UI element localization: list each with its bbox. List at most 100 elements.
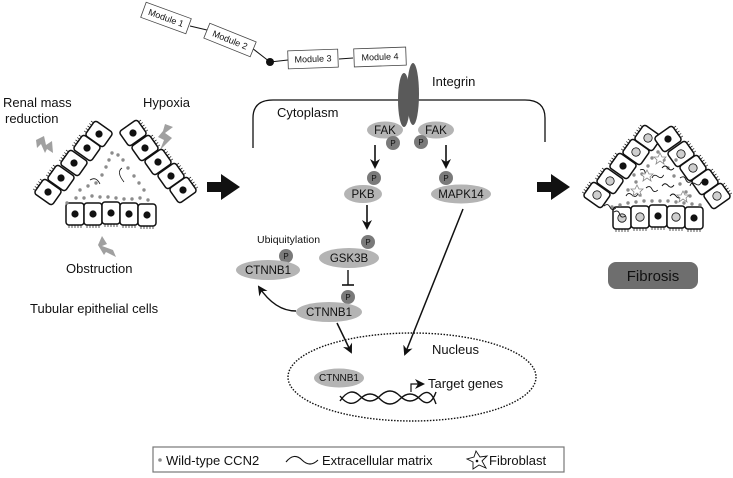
module-2-box: Module 2: [203, 22, 257, 58]
ccn2-dot: [107, 158, 111, 162]
ecm-fiber: [661, 165, 675, 171]
nucleus-icon: [83, 144, 91, 152]
epithelial-cell: [32, 178, 62, 206]
integrin-label: Integrin: [432, 74, 475, 89]
phospho-label: P: [371, 174, 376, 183]
ccn2-dot: [110, 151, 114, 155]
arrow-to-ubiquitylation: [257, 285, 297, 312]
fibrosis-label: Fibrosis: [627, 268, 680, 285]
ccn2-dot: [656, 150, 660, 154]
ccn2-dot: [78, 188, 82, 192]
nucleus-icon: [125, 210, 133, 218]
cytoplasm-label: Cytoplasm: [277, 105, 338, 120]
wave-icon: [285, 455, 319, 465]
lightning-bolt-icon: [158, 124, 173, 150]
nucleus-icon: [70, 159, 78, 167]
ccn2-dot: [658, 199, 662, 203]
ccn2-dot: [90, 194, 94, 198]
nucleus-icon: [712, 191, 722, 201]
ccn2-dot: [626, 201, 630, 205]
ccn2-dot: [82, 196, 86, 200]
epithelial-cell: [119, 119, 149, 147]
epithelial-cell: [119, 202, 139, 228]
module-3-box: Module 3: [287, 48, 339, 70]
nucleus-icon: [635, 212, 645, 222]
phospho-icon: [414, 135, 428, 149]
phospho-icon: [386, 136, 400, 150]
fak-left-label: FAK: [374, 125, 396, 137]
nucleus-icon: [619, 162, 627, 170]
epithelial-cell: [632, 124, 662, 152]
ccn2-dot: [65, 201, 69, 205]
ctnnb1-cytoplasmic-node: P CTNNB1: [296, 290, 362, 322]
epithelial-cell: [594, 167, 624, 195]
epithelial-cell: [131, 134, 161, 162]
gsk3b-node: P GSK3B: [319, 235, 379, 268]
ccn2-dot: [116, 153, 120, 157]
ccn2-dot: [610, 205, 614, 209]
ccn2-dot: [682, 201, 686, 205]
tubular-epithelium-healthy: [32, 119, 199, 229]
nucleus-icon: [141, 144, 149, 152]
epithelial-cell: [654, 125, 684, 153]
epithelial-cell: [83, 120, 113, 148]
epithelial-cell: [581, 181, 611, 209]
ccn2-dot: [121, 158, 125, 162]
ccn2-dot: [690, 202, 694, 206]
epithelial-cell: [703, 182, 733, 210]
ecm-fiber: [679, 176, 692, 183]
nucleus-icon: [154, 158, 162, 166]
nucleus-icon: [631, 147, 641, 157]
fibroblast-icon: [630, 184, 644, 197]
nucleus-icon: [129, 129, 137, 137]
nucleus-label: Nucleus: [432, 342, 479, 357]
phospho-label: P: [283, 252, 288, 261]
hypoxia-label: Hypoxia: [143, 95, 191, 110]
ctnnb1-ubiquitylated-label: CTNNB1: [245, 265, 291, 277]
nucleus-icon: [107, 209, 115, 217]
ccn2-dot: [137, 181, 141, 185]
ecm-fiber: [661, 183, 675, 188]
ccn2-dot: [132, 174, 136, 178]
module-4-label: Module 4: [361, 51, 398, 62]
renal-mass-reduction-label-line2: reduction: [5, 111, 58, 126]
hinge-dot: [266, 58, 274, 66]
nucleus-icon: [44, 188, 52, 196]
nucleus-icon: [664, 135, 672, 143]
ubiquitylation-label: Ubiquitylation: [257, 234, 320, 246]
ccn2-module-chain: Module 1 Module 2 Module 3 Module 4: [140, 1, 407, 70]
epithelial-cell: [45, 164, 75, 192]
phospho-icon: [361, 235, 375, 249]
epithelial-cell: [684, 206, 704, 232]
legend: Wild-type CCN2 Extracellular matrix Fibr…: [152, 446, 565, 473]
ctnnb1-nuclear-node: CTNNB1: [314, 368, 364, 388]
epithelial-cell: [65, 202, 85, 228]
module-4-box: Module 4: [353, 46, 407, 68]
ccn2-dot: [642, 199, 646, 203]
ccn2-dot: [672, 174, 676, 178]
obstruction-label: Obstruction: [66, 261, 132, 276]
ccn2-dot: [634, 180, 638, 184]
dot-icon: [158, 458, 162, 462]
fibroblast-icon: [676, 190, 690, 203]
epithelial-cell: [666, 205, 686, 231]
nucleus-icon: [95, 130, 103, 138]
epithelial-cell: [83, 202, 103, 228]
nucleus-icon: [617, 213, 627, 223]
epithelial-cell: [630, 205, 650, 231]
ecm-fiber: [645, 186, 659, 192]
phospho-icon: [341, 290, 355, 304]
legend-label-ecm: Extracellular matrix: [322, 453, 433, 468]
ctnnb1-ubiquitylated-node: P CTNNB1: [236, 249, 300, 280]
phospho-label: P: [443, 174, 448, 183]
nucleus-icon: [643, 133, 653, 143]
ccn2-dot: [632, 173, 636, 177]
nucleus-icon: [179, 186, 187, 194]
phospho-label: P: [418, 138, 423, 147]
epithelial-cell: [648, 204, 668, 230]
legend-box: [152, 446, 565, 473]
nucleus-icon: [89, 210, 97, 218]
nucleus-icon: [605, 176, 615, 186]
epithelial-cell: [144, 148, 174, 176]
